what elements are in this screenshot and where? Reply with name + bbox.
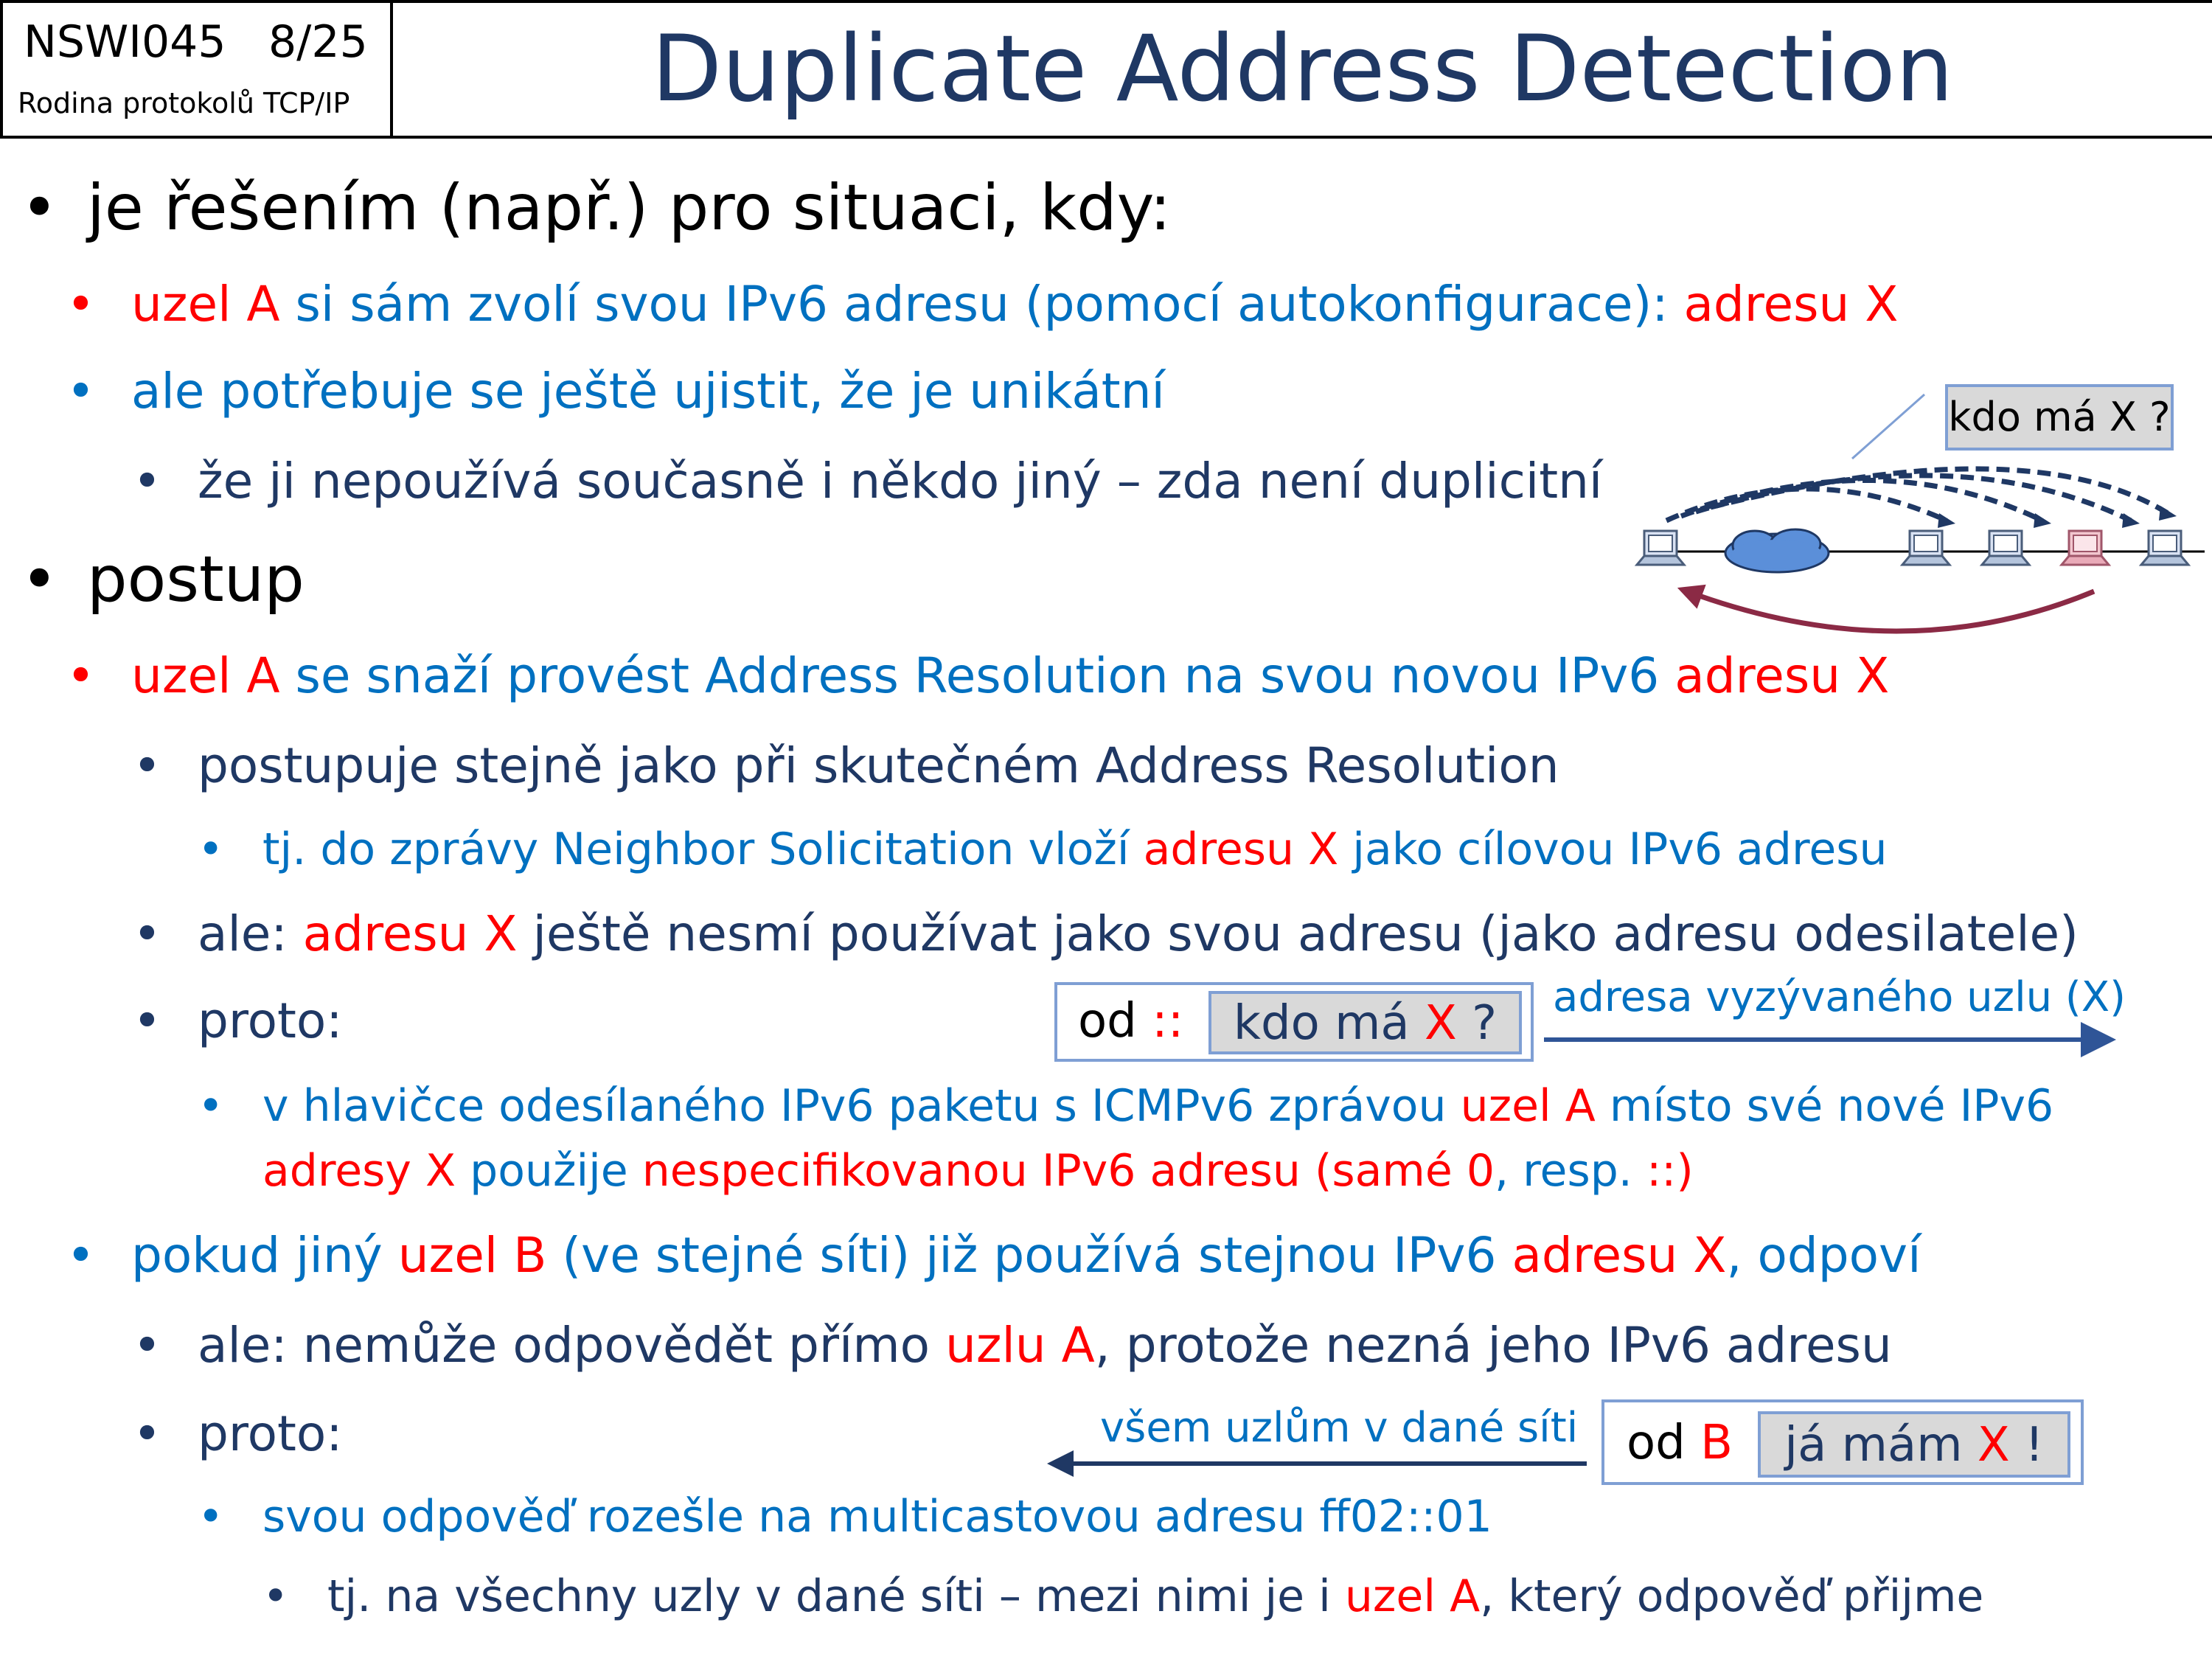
network-diagram bbox=[1634, 393, 2205, 634]
bullet-text: uzel A se snaží provést Address Resoluti… bbox=[131, 647, 1890, 704]
computer-icon bbox=[2059, 529, 2112, 566]
solicitation-from: od :: bbox=[1078, 994, 1184, 1048]
bullet-dot: • bbox=[66, 647, 95, 704]
bullet-dot: • bbox=[198, 1080, 224, 1132]
advertisement-message-box: od B já mám X ! bbox=[1601, 1399, 2084, 1485]
bullet-text: proto: bbox=[198, 992, 343, 1049]
course-name: Rodina protokolů TCP/IP bbox=[18, 87, 350, 119]
bullet-text: v hlavičce odesílaného IPv6 paketu s ICM… bbox=[262, 1080, 2054, 1132]
bullet-dot: • bbox=[66, 1227, 95, 1284]
bullet-dot: • bbox=[198, 824, 224, 875]
bullet-text: ale potřebuje se ještě ujistit, že je un… bbox=[131, 363, 1165, 420]
solicitation-message-box: od :: kdo má X ? bbox=[1054, 982, 1534, 1062]
course-code: NSWI045 bbox=[24, 16, 226, 68]
bullet-text: postup bbox=[87, 543, 305, 616]
bullet-dot: • bbox=[133, 737, 161, 794]
bullet-text: proto: bbox=[198, 1405, 343, 1462]
slide-header bbox=[0, 0, 2212, 139]
computer-icon bbox=[1979, 529, 2032, 566]
course-info: NSWI045 8/25 Rodina protokolů TCP/IP bbox=[0, 0, 393, 139]
computer-icon bbox=[1634, 529, 1687, 566]
bullet-text: svou odpověď rozešle na multicastovou ad… bbox=[262, 1491, 1492, 1543]
bullet-dot: • bbox=[66, 276, 95, 333]
bullet-dot: • bbox=[66, 363, 95, 420]
bullet-text: postupuje stejně jako při skutečném Addr… bbox=[198, 737, 1559, 794]
bullet-dot: • bbox=[21, 171, 58, 245]
slide-title: Duplicate Address Detection bbox=[651, 16, 1954, 122]
advertisement-arrow-label: všem uzlům v dané síti bbox=[1100, 1404, 1579, 1452]
bullet-dot: • bbox=[198, 1491, 224, 1543]
bullet-text: uzel A si sám zvolí svou IPv6 adresu (po… bbox=[131, 276, 1899, 333]
bullet-dot: • bbox=[133, 453, 161, 509]
bullet-text: ale: nemůže odpovědět přímo uzlu A, prot… bbox=[198, 1317, 1892, 1374]
page-number: 8/25 bbox=[268, 16, 368, 68]
bullet-dot: • bbox=[133, 1405, 161, 1462]
bullet-text: je řešením (např.) pro situaci, kdy: bbox=[87, 171, 1172, 245]
cloud-icon bbox=[1724, 528, 1830, 574]
bullet-dot: • bbox=[262, 1571, 289, 1622]
solicitation-arrow-label: adresa vyzývaného uzlu (X) bbox=[1553, 973, 2126, 1021]
broadcast-arcs bbox=[1665, 466, 2169, 524]
bullet-dot: • bbox=[133, 905, 161, 962]
bullet-text: ale: adresu X ještě nesmí používat jako … bbox=[198, 905, 2079, 962]
advertisement-from: od B bbox=[1627, 1416, 1733, 1470]
bullet-text: pokud jiný uzel B (ve stejné síti) již p… bbox=[131, 1227, 1921, 1284]
bullet-dot: • bbox=[21, 543, 58, 616]
bullet-text-continued: adresy X použije nespecifikovanou IPv6 a… bbox=[262, 1145, 1694, 1197]
callout-pointer bbox=[1851, 393, 1925, 460]
bullet-dot: • bbox=[133, 992, 161, 1049]
bullet-text: tj. do zprávy Neighbor Solicitation vlož… bbox=[262, 824, 1888, 875]
bullet-dot: • bbox=[133, 1317, 161, 1374]
broadcast-arrowheads bbox=[1938, 506, 2177, 528]
computer-icon bbox=[2138, 529, 2191, 566]
bullet-text: tj. na všechny uzly v dané síti – mezi n… bbox=[327, 1571, 1984, 1622]
computer-icon bbox=[1899, 529, 1952, 566]
advertisement-answer: já mám X ! bbox=[1758, 1411, 2070, 1478]
bullet-text: že ji nepoužívá současně i někdo jiný – … bbox=[198, 453, 1603, 509]
network-callout: kdo má X ? bbox=[1945, 384, 2174, 451]
solicitation-query: kdo má X ? bbox=[1208, 991, 1522, 1054]
reply-arrow bbox=[1677, 584, 2096, 634]
